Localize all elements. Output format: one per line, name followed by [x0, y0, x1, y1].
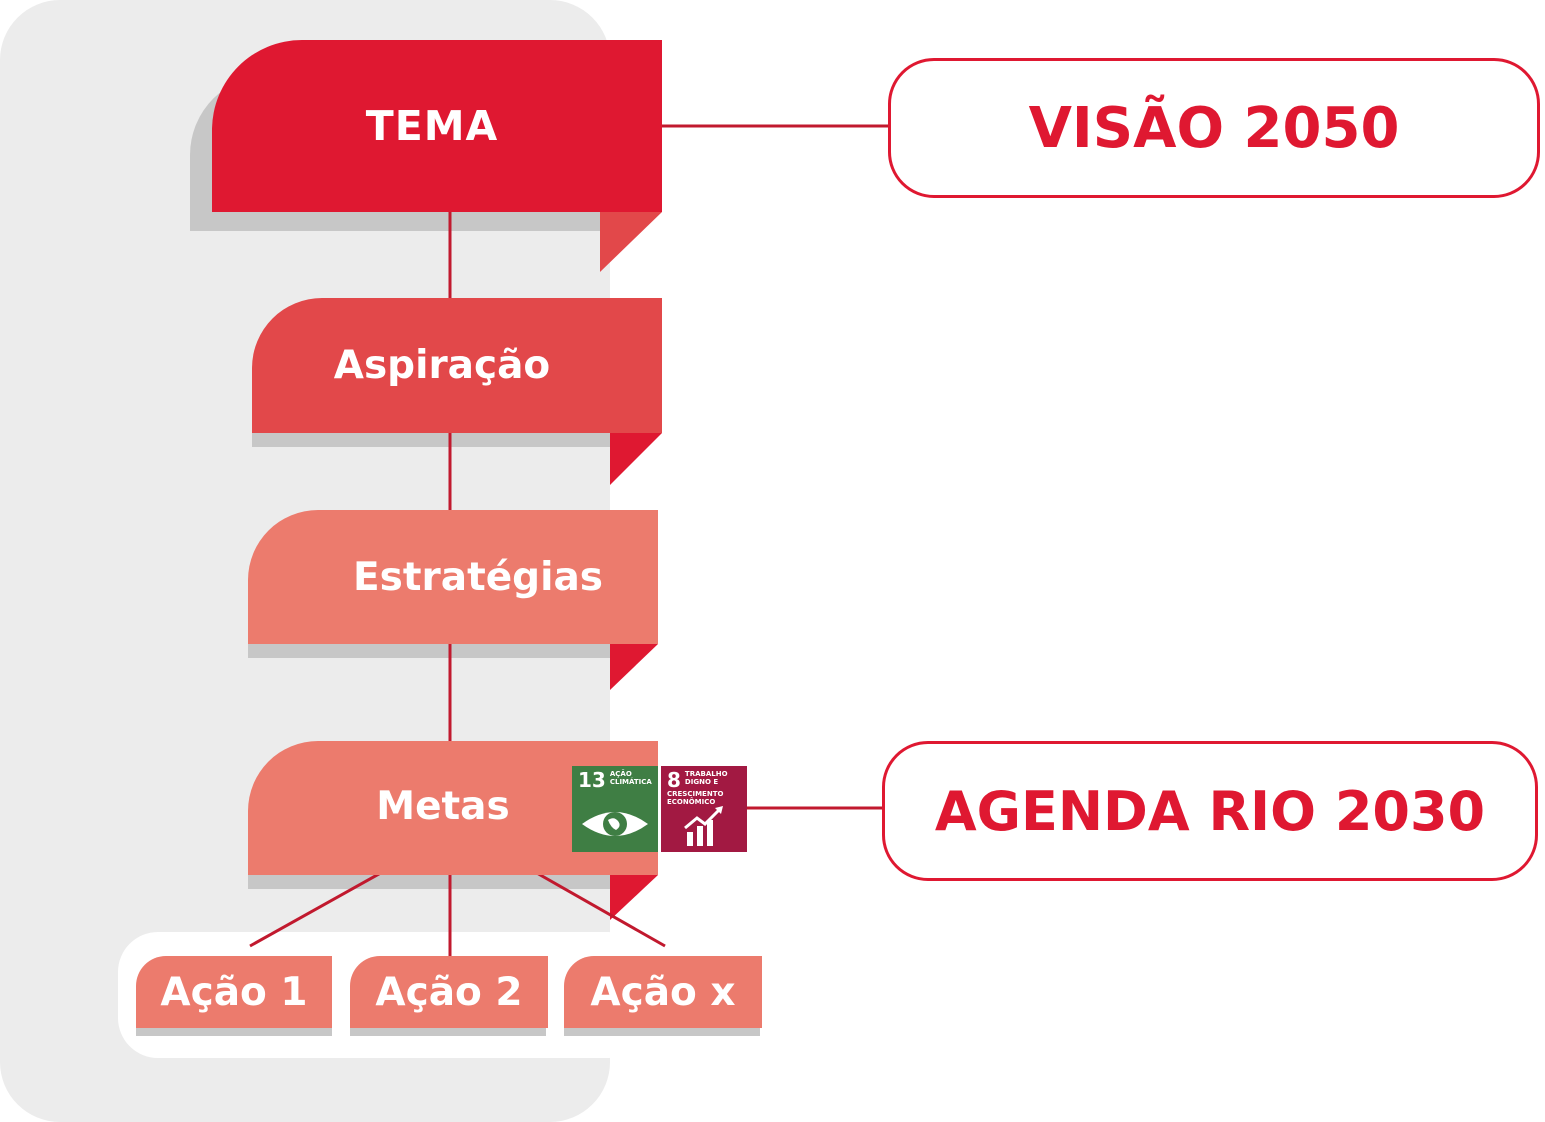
- sdg-8-icon: 8 TRABALHO DIGNO E CRESCIMENTO ECONÔMICO: [661, 766, 747, 852]
- metas-label: Metas: [376, 783, 510, 829]
- acao-x-box: Ação x: [564, 956, 762, 1028]
- connector-metas-acao-1: [249, 868, 387, 948]
- tema-label: TEMA: [365, 102, 499, 150]
- eye-globe-icon: [582, 812, 648, 836]
- acao-x-label: Ação x: [590, 969, 736, 1015]
- aspiracao-shadow: [252, 433, 610, 447]
- tema-box: TEMA: [212, 40, 662, 212]
- aspiracao-label: Aspiração: [333, 343, 551, 388]
- sdg-8-label: TRABALHO DIGNO E CRESCIMENTO ECONÔMICO: [667, 770, 728, 806]
- estrategias-shadow: [248, 644, 610, 658]
- agenda-rio-2030-label: AGENDA RIO 2030: [934, 779, 1486, 843]
- sdg-13-number: 13: [578, 768, 606, 792]
- acao-1-shadow: [136, 1028, 332, 1036]
- acao-x-shadow: [564, 1028, 760, 1036]
- acao-1-label: Ação 1: [160, 969, 308, 1015]
- tema-fold: [600, 212, 662, 272]
- sdg-8-number: 8: [667, 768, 681, 792]
- acao-2-box: Ação 2: [350, 956, 548, 1028]
- sdg-13-icon: 13 AÇÃO CLIMÁTICA: [572, 766, 658, 852]
- visao-2050-box: VISÃO 2050: [888, 58, 1540, 198]
- acao-2-label: Ação 2: [375, 969, 523, 1015]
- visao-2050-label: VISÃO 2050: [1028, 95, 1400, 161]
- aspiracao-box: Aspiração: [252, 298, 662, 433]
- agenda-rio-2030-box: AGENDA RIO 2030: [882, 741, 1538, 881]
- growth-chart-icon: [684, 806, 723, 846]
- sdg-13-label: AÇÃO CLIMÁTICA: [609, 770, 652, 786]
- aspiracao-fold: [610, 433, 662, 485]
- connector-metas-acao-x: [527, 866, 666, 948]
- metas-shadow: [248, 875, 610, 889]
- acao-2-shadow: [350, 1028, 546, 1036]
- estrategias-fold: [610, 644, 658, 690]
- metas-fold: [610, 875, 658, 920]
- estrategias-box: Estratégias: [248, 510, 658, 644]
- acao-1-box: Ação 1: [136, 956, 332, 1028]
- estrategias-label: Estratégias: [353, 554, 603, 600]
